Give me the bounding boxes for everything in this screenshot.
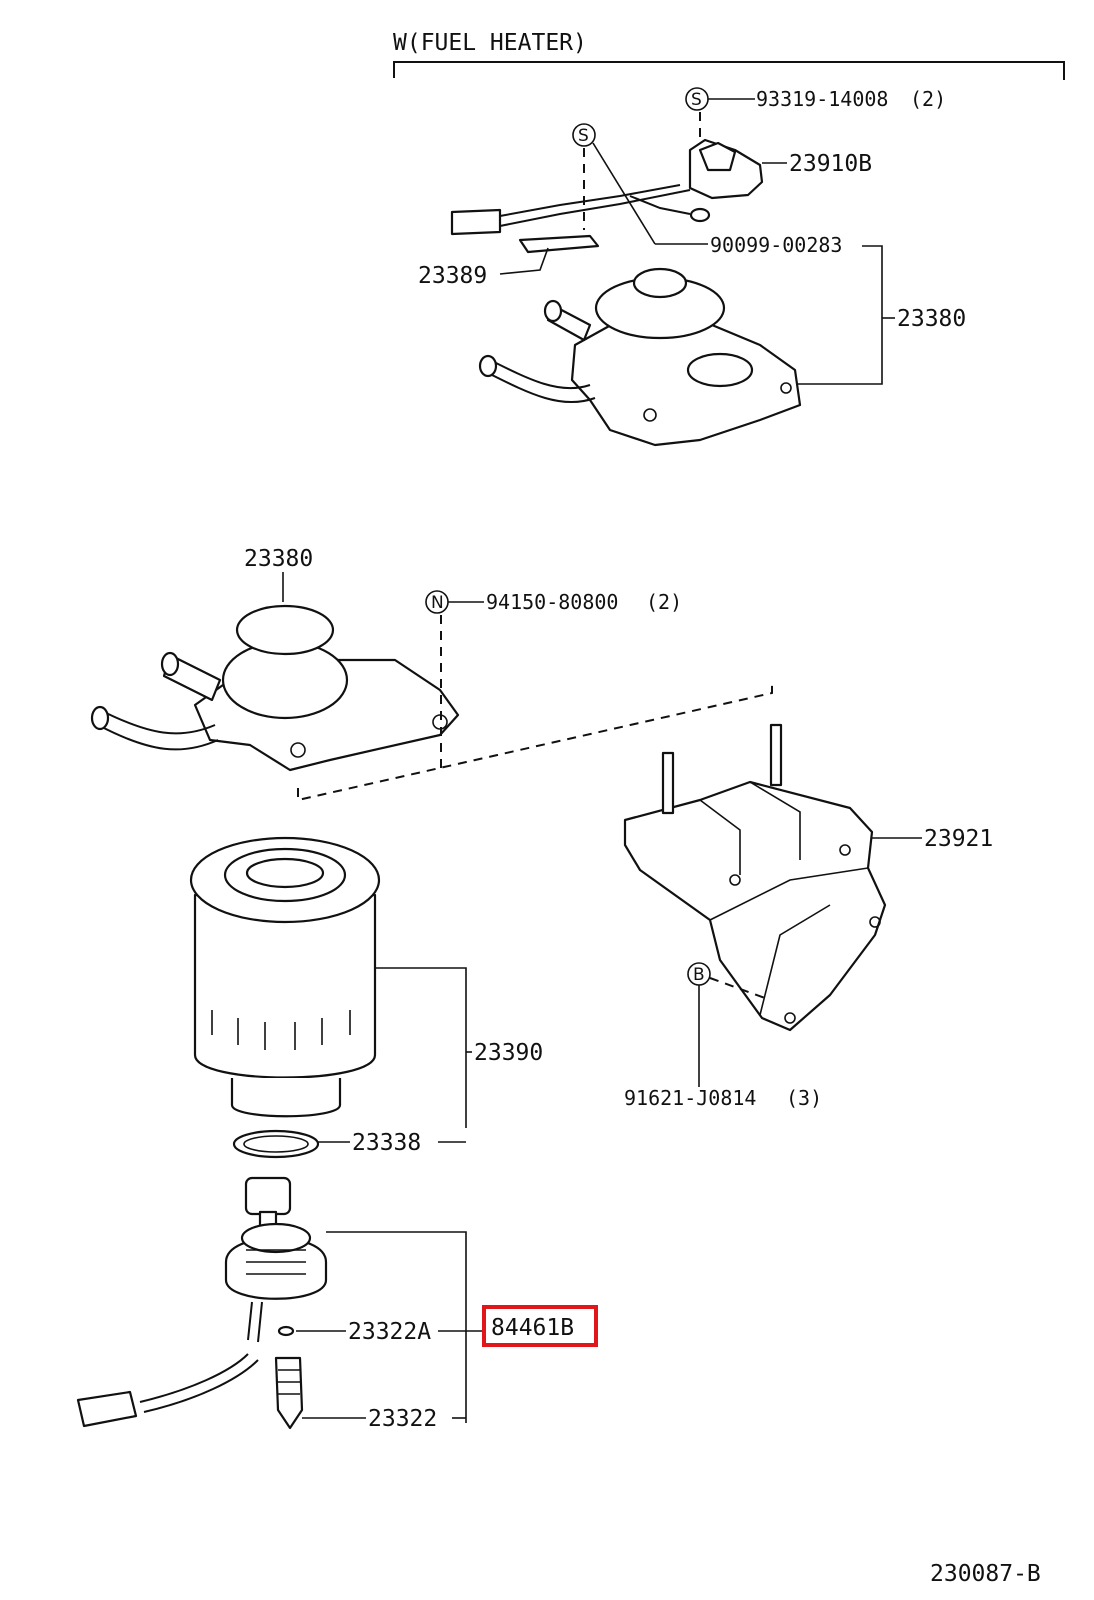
head-hose-bottom xyxy=(99,725,219,751)
mount-hole-1 xyxy=(643,408,657,422)
drain-oring xyxy=(277,1325,295,1337)
filter-head-cap xyxy=(235,604,335,656)
bracket-23390 xyxy=(375,967,467,1128)
wire-clamp xyxy=(518,234,600,254)
highlight-box-84461b xyxy=(482,1305,598,1347)
heater-sensor-top xyxy=(698,141,737,172)
callout-93319-14008: 93319-14008 xyxy=(756,87,888,111)
head-hose-top xyxy=(99,709,216,735)
bracket-84461b xyxy=(326,1231,467,1423)
water-sensor-assembly: 23322A 23322 84461B xyxy=(76,1176,598,1432)
callout-93319-qty: (2) xyxy=(910,87,946,111)
housing-boss xyxy=(686,352,754,388)
symbol-n-label: N xyxy=(431,593,444,613)
bracket-stud-1 xyxy=(661,751,675,815)
filter-bracket: 23921 B 91621-J0814 (3) xyxy=(623,723,993,1110)
callout-94150-80800: 94150-80800 xyxy=(486,590,618,614)
drain-plug xyxy=(274,1356,304,1430)
outlet-hose-bottom xyxy=(489,373,596,404)
callout-91621-j0814: 91621-J0814 xyxy=(624,1086,756,1110)
mount-dash-outline xyxy=(297,685,773,802)
filter-head-assembly: 23380 N 94150-80800 (2) xyxy=(90,546,773,802)
callout-23389: 23389 xyxy=(418,263,487,289)
head-mount-hole-2 xyxy=(290,742,306,758)
sensor-wire-2 xyxy=(257,1301,263,1343)
filter-grip-ribs xyxy=(211,1010,351,1050)
bracket-hole-1 xyxy=(729,874,741,886)
callout-23390: 23390 xyxy=(474,1040,543,1066)
bracket-hole-4 xyxy=(784,1012,796,1024)
callout-91621-qty: (3) xyxy=(786,1086,822,1110)
sensor-threads xyxy=(246,1249,306,1275)
bracket-stud-2 xyxy=(769,723,783,787)
callout-90099-00283: 90099-00283 xyxy=(710,233,842,257)
bracket-fold-2 xyxy=(749,781,801,860)
symbol-s2-label: S xyxy=(578,126,589,146)
priming-pump-cap xyxy=(632,267,688,299)
sensor-connector xyxy=(76,1390,138,1428)
symbol-b-label: B xyxy=(693,965,705,985)
heater-wire-3 xyxy=(629,195,691,215)
symbol-s2-icon xyxy=(572,123,596,147)
head-hose-end xyxy=(90,705,110,731)
fuel-filter-element: 23390 23338 xyxy=(189,836,543,1159)
filter-neck xyxy=(230,1078,342,1118)
heater-wire-1 xyxy=(499,184,681,217)
callout-23322: 23322 xyxy=(368,1406,437,1432)
symbol-s-label: S xyxy=(691,90,702,110)
callout-84461b[interactable]: 84461B xyxy=(491,1315,574,1341)
filter-top-hole xyxy=(245,857,325,889)
bracket-hole-2 xyxy=(839,844,851,856)
callout-23921: 23921 xyxy=(924,826,993,852)
sensor-wire-4 xyxy=(143,1359,259,1413)
inlet-pipe-end xyxy=(543,299,563,323)
heater-wire-2 xyxy=(499,189,691,227)
bracket-fold-4 xyxy=(759,904,831,1016)
bolt-axis xyxy=(709,977,766,999)
callout-23910b: 23910B xyxy=(789,151,872,177)
bracket-23380-main xyxy=(795,245,883,385)
fuel-heater-group-label: W(FUEL HEATER) xyxy=(393,30,587,56)
outlet-hose-end xyxy=(478,354,498,378)
diagram-id: 230087-B xyxy=(930,1561,1041,1587)
ring-terminal xyxy=(689,207,711,223)
filter-gasket xyxy=(232,1129,320,1159)
sensor-wire-1 xyxy=(247,1301,253,1341)
head-inlet-end xyxy=(160,651,180,677)
filter-gasket-inner xyxy=(243,1135,309,1153)
bracket-fold-1 xyxy=(699,799,741,875)
callout-23380-top: 23380 xyxy=(244,546,313,572)
housing-body xyxy=(570,318,802,447)
bracket-hole-3 xyxy=(869,916,881,928)
callout-23322a: 23322A xyxy=(348,1319,431,1345)
group-bracket xyxy=(393,61,1065,80)
sensor-top xyxy=(240,1222,312,1254)
callout-23380-main: 23380 xyxy=(897,306,966,332)
outlet-hose-top xyxy=(489,359,591,390)
fuel-heater-assembly: S 93319-14008 (2) 23910B S 23389 90099-0… xyxy=(418,87,966,447)
filter-canister xyxy=(193,893,377,1079)
callout-94150-qty: (2) xyxy=(646,590,682,614)
heater-connector xyxy=(450,208,502,236)
mount-hole-2 xyxy=(780,382,792,394)
bracket-body xyxy=(623,780,887,1032)
sensor-wire-3 xyxy=(139,1353,249,1403)
callout-23338: 23338 xyxy=(352,1130,421,1156)
bracket-fold-3 xyxy=(709,867,869,921)
sensor-float xyxy=(244,1176,292,1216)
leader-s2 xyxy=(592,142,656,245)
drain-plug-threads xyxy=(278,1369,300,1395)
leader-23389 xyxy=(499,247,549,275)
